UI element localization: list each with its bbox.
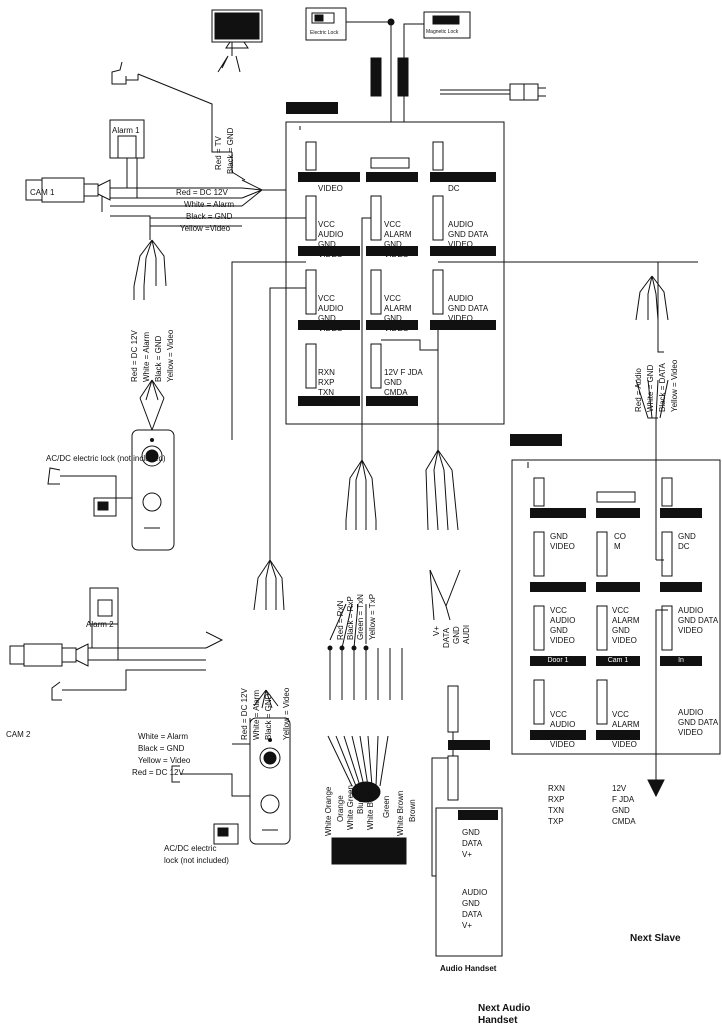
door-station-1-icon (131, 429, 175, 551)
m-r4c1-label: RXN RXP TXN TXP (318, 368, 335, 407)
slave-extra-12v: 12V (612, 784, 627, 793)
next-audio-handset-b-label: Handset (478, 1015, 518, 1026)
slave-extra-fjda: F JDA (612, 795, 635, 804)
m-r3c3-label: AUDIO GND DATA VIDEO (448, 294, 488, 323)
s-r1c3-label: GND DC (678, 532, 696, 551)
s-r1c2-label: CO M (614, 532, 626, 551)
rj45-orange: Orange (336, 795, 345, 822)
m-r3c2-label: VCC ALARM GND VIDEO (384, 294, 412, 333)
camera-2-icon (9, 643, 89, 667)
electric-lock-icon (305, 7, 347, 41)
cam1-black-label: Black = GND (186, 212, 233, 221)
rs485-wire-green: Green = TxN (356, 594, 365, 640)
alarm1-label: Alarm 1 (112, 126, 140, 135)
rs485-wire-red: Red = RxN (336, 600, 345, 640)
cam2-wire-yellow: Yellow = Video (138, 756, 191, 765)
tv-monitor-icon (211, 9, 263, 73)
s-r1c1-label: GND VIDEO (550, 532, 575, 551)
rj45-white-blue: White Blue (366, 791, 375, 830)
port-door1-label: Door 1 (530, 656, 586, 666)
handset-wire-audi: AUDI (462, 624, 471, 644)
door1-wire-red: Red = DC 12V (130, 330, 139, 382)
door2-wire-black: Black = GND (264, 693, 273, 740)
alarm2-label: Alarm 2 (86, 620, 114, 629)
dc-plug-left-icon (111, 61, 232, 153)
cam2-wire-black: Black = GND (138, 744, 185, 753)
acdc-lock-2-a-label: AC/DC electric (164, 844, 217, 853)
handset-port2-data: DATA (462, 910, 483, 919)
m-r2c1-label: VCC AUDIO GND VIDEO (318, 220, 344, 259)
next-slave-label: Next Slave (630, 933, 681, 944)
slave-extra-rxp: RXP (548, 795, 565, 804)
cam2-wire-white: White = Alarm (138, 732, 189, 741)
next-wire-white: White = GND (646, 364, 655, 412)
acdc-lock-2-b-label: lock (not included) (164, 856, 229, 865)
cam1-yellow-label: Yellow =Video (180, 224, 231, 233)
door2-wire-white: White = Alarm (252, 689, 261, 740)
slave-extra-cmda: CMDA (612, 817, 636, 826)
rj45-blue: Blue (356, 797, 365, 814)
s-r3c3-label: AUDIO GND DATA VIDEO (678, 708, 718, 737)
s-r2c3-label: AUDIO GND DATA VIDEO (678, 606, 718, 635)
rj45-green: Green (382, 795, 391, 818)
next-wire-yellow: Yellow = Video (670, 359, 679, 412)
m-r3c1-label: VCC AUDIO GND VIDEO (318, 294, 344, 333)
next-wire-black: Black = DATA (658, 363, 667, 412)
handset-wire-vplus: V+ (432, 625, 441, 636)
port-in-label: In (660, 656, 702, 666)
door-station-2-icon (249, 717, 291, 845)
handset-port2-vplus: V+ (462, 921, 473, 930)
cam1-white-label: White = Alarm (184, 200, 235, 209)
s-r2c1-label: VCC AUDIO GND VIDEO (550, 606, 576, 645)
rs485-wire-black: Black = RxP (346, 596, 355, 640)
rj45-white-green: White Green (346, 785, 355, 830)
handset-port-gnd: GND (462, 828, 480, 837)
cam1-label: CAM 1 (30, 188, 55, 197)
audio-handset-label: Audio Handset (440, 964, 497, 973)
door1-wire-black: Black = GND (154, 335, 163, 382)
door2-wire-yellow: Yellow = Video (282, 687, 291, 740)
handset-port-vplus: V+ (462, 850, 473, 859)
acdc-lock-1-label: AC/DC electric lock (not included) (46, 454, 166, 463)
tv-red-label: Red = TV (214, 136, 223, 170)
magnetic-lock-icon (423, 11, 471, 39)
m-r4c2-label: 12V F JDA GND CMDA (384, 368, 423, 397)
door1-wire-yellow: Yellow = Video (166, 329, 175, 382)
electric-lock-label: Electric Lock (310, 30, 339, 36)
handset-port2-audio: AUDIO (462, 888, 488, 897)
dc-plug-icon (440, 83, 546, 101)
rj45-brown: Brown (408, 799, 417, 822)
next-wire-red: Red = Audio (634, 368, 643, 412)
cam1-red-label: Red = DC 12V (176, 188, 228, 197)
cam2-wire-red: Red = DC 12V (132, 768, 184, 777)
handset-port-data: DATA (462, 839, 483, 848)
m-r2c3-label: AUDIO GND DATA VIDEO (448, 220, 488, 249)
slave-extra-txp: TXP (548, 817, 564, 826)
camera-1-icon (25, 177, 111, 212)
m-r1c1-video: VIDEO (318, 184, 343, 193)
handset-wire-gnd: GND (452, 626, 461, 644)
rs485-wire-yellow: Yellow = TxP (368, 593, 377, 640)
handset-port2-gnd: GND (462, 899, 480, 908)
s-r2c2-label: VCC ALARM GND VIDEO (612, 606, 640, 645)
rj45-white-orange: White Orange (324, 786, 333, 836)
s-r3c2-label: VCC ALARM GND VIDEO (612, 710, 640, 749)
door2-wire-red: Red = DC 12V (240, 688, 249, 740)
slave-extra-txn: TXN (548, 806, 564, 815)
magnetic-lock-label: Magnetic Lock (426, 29, 459, 35)
handset-wire-data: DATA (442, 627, 451, 648)
s-r3c1-label: VCC AUDIO GND VIDEO (550, 710, 576, 749)
slave-extra-gnd: GND (612, 806, 630, 815)
m-r2c2-label: VCC ALARM GND VIDEO (384, 220, 412, 259)
cam2-label: CAM 2 (6, 730, 31, 739)
next-audio-handset-a-label: Next Audio (478, 1003, 531, 1014)
audio-handset-outline (435, 807, 503, 957)
rj45-white-brown: White Brown (396, 790, 405, 836)
slave-extra-rxn: RXN (548, 784, 565, 793)
m-r1c3-dc: DC (448, 184, 460, 193)
port-cam1-label: Cam 1 (596, 656, 640, 666)
tv-black-label: Black = GND (226, 127, 235, 174)
door1-wire-white: White = Alarm (142, 331, 151, 382)
